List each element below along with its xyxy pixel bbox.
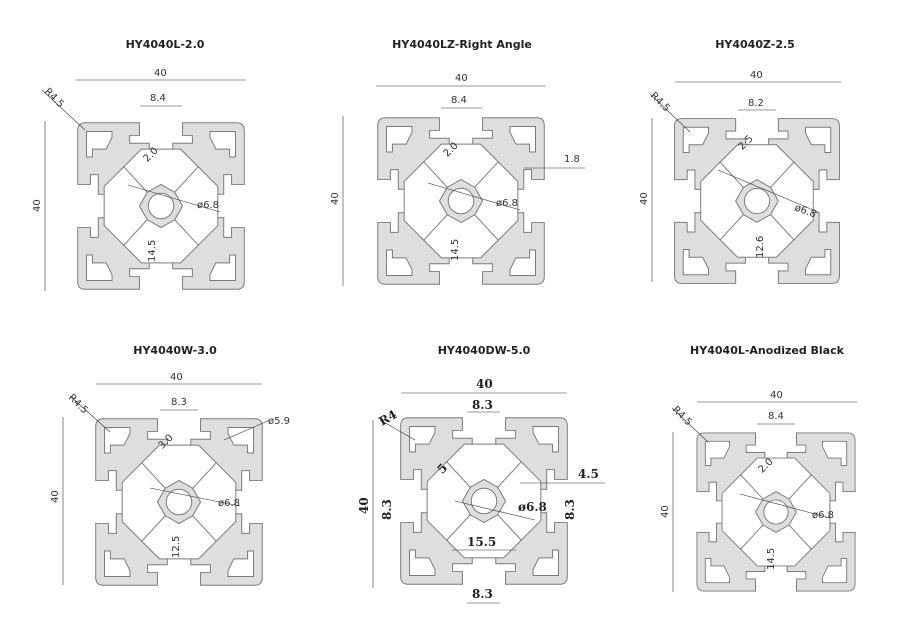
dim-radius-5: R4 xyxy=(377,407,400,428)
dim-wall-2: 1.8 xyxy=(564,154,580,165)
dim-height-4: 40 xyxy=(50,490,61,503)
dim-slot-6: 8.4 xyxy=(768,411,784,422)
dim-depth-1: 14.5 xyxy=(147,240,158,262)
dim-height-6: 40 xyxy=(660,505,671,518)
dim-height-3: 40 xyxy=(639,192,650,205)
dim-corner-hole-4: ø5.9 xyxy=(268,416,290,427)
dim-width-3: 40 xyxy=(750,70,763,81)
dim-height-2: 40 xyxy=(330,192,341,205)
dim-hole-1: ø6.8 xyxy=(197,200,219,211)
dim-slot-5: 8.3 xyxy=(472,398,493,412)
profile-title-6: HY4040L-Anodized Black xyxy=(690,344,844,357)
dim-hole-5: ø6.8 xyxy=(518,500,547,514)
profile-title-1: HY4040L-2.0 xyxy=(125,38,205,51)
dim-hole-6: ø6.8 xyxy=(812,510,834,521)
dim-radius-6: R4.5 xyxy=(670,404,694,428)
dim-bottom-gap-5: 15.5 xyxy=(467,535,496,549)
dimensions-5 xyxy=(372,392,605,604)
dimensions-3 xyxy=(649,81,841,282)
dim-wall-5: 4.5 xyxy=(578,467,599,481)
dim-width-2: 40 xyxy=(455,73,468,84)
dim-hole-2: ø6.8 xyxy=(496,198,518,209)
dim-side-slot-left-5: 8.3 xyxy=(380,499,394,520)
dim-height-1: 40 xyxy=(32,199,43,212)
dim-depth-6: 14.5 xyxy=(766,548,777,570)
dim-depth-4: 12.5 xyxy=(171,536,182,558)
dim-radius-3: R4.5 xyxy=(648,90,672,114)
profile-drawing-1 xyxy=(77,122,245,290)
dimensions-4 xyxy=(62,383,271,585)
dim-width-5: 40 xyxy=(476,377,493,391)
dim-slot-4: 8.3 xyxy=(171,397,187,408)
dim-radius-4: R4.5 xyxy=(66,392,90,416)
dimensions-1 xyxy=(41,79,246,291)
dimensions-6 xyxy=(671,401,857,592)
profile-drawing-2 xyxy=(377,117,545,285)
profile-title-3: HY4040Z-2.5 xyxy=(715,38,795,51)
dim-hole-4: ø6.8 xyxy=(218,498,240,509)
profile-title-2: HY4040LZ-Right Angle xyxy=(392,38,532,51)
dim-height-5: 40 xyxy=(357,497,371,514)
dim-width-4: 40 xyxy=(170,372,183,383)
dim-side-slot-right-5: 8.3 xyxy=(563,499,577,520)
dim-width-6: 40 xyxy=(770,390,783,401)
dim-depth-2: 14.5 xyxy=(450,239,461,261)
dimensions-2 xyxy=(342,85,585,286)
profile-title-4: HY4040W-3.0 xyxy=(133,344,217,357)
dim-bottom-slot-5: 8.3 xyxy=(472,587,493,601)
dim-slot-1: 8.4 xyxy=(150,93,166,104)
dim-radius-1: R4.5 xyxy=(42,86,66,110)
dim-depth-3: 12.6 xyxy=(755,236,766,258)
profile-title-5: HY4040DW-5.0 xyxy=(437,344,531,357)
dim-slot-2: 8.4 xyxy=(451,95,467,106)
dim-slot-3: 8.2 xyxy=(748,98,764,109)
dim-width-1: 40 xyxy=(154,68,167,79)
